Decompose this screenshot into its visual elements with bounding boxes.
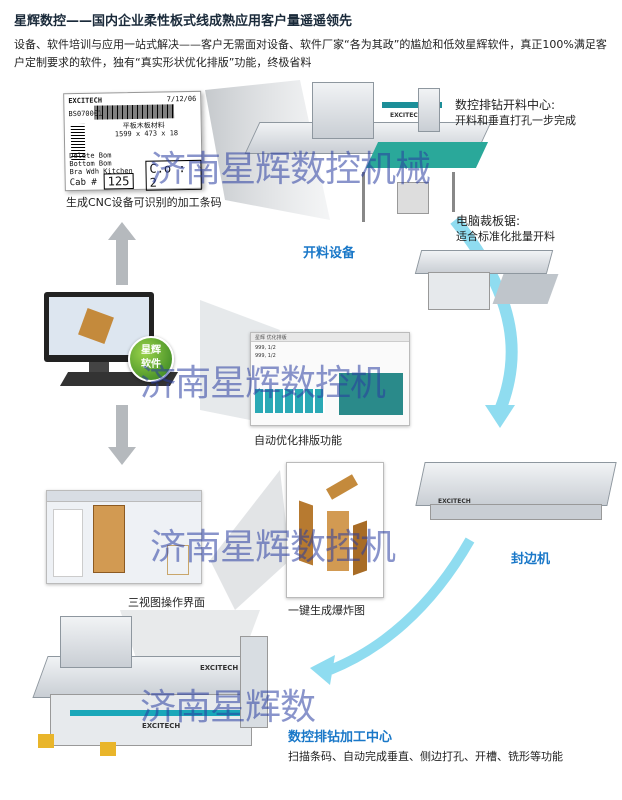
label-date: 7/12/06 — [166, 94, 197, 104]
row-1: 999, 1/2 — [255, 345, 276, 351]
explode-view — [286, 462, 384, 598]
software-badge: 星辉 软件 — [128, 336, 174, 382]
three-view-caption: 三视图操作界面 — [128, 596, 205, 609]
edge-banding-title: 封边机 — [511, 552, 551, 567]
machine-cabinet — [418, 88, 440, 132]
machine-brand: EXCITECH — [390, 112, 423, 119]
watermark-3: 济南星辉数控机 — [150, 527, 396, 568]
drill-brand: EXCITECH — [200, 664, 239, 672]
cutting-section-title: 开料设备 — [303, 246, 356, 261]
down-arrow — [108, 405, 136, 465]
three-view-toolbar — [47, 491, 201, 502]
up-arrow — [108, 222, 136, 285]
nesting-preview — [255, 389, 325, 413]
barcode-graphic — [94, 104, 175, 120]
explode-caption: 一键生成爆炸图 — [288, 604, 365, 617]
auto-nesting-caption: 自动优化排版功能 — [254, 434, 342, 447]
nesting-machine: EXCITECH — [232, 82, 492, 232]
nesting-sheet — [339, 373, 403, 415]
window-titlebar — [251, 333, 409, 342]
fan-to-explode — [210, 470, 290, 610]
foot-switch-1 — [38, 734, 54, 748]
label-brand: EXCITECH — [68, 96, 103, 106]
drilling-center-title: 数控排钻加工中心 — [288, 730, 393, 745]
blue-arc-2 — [328, 537, 475, 675]
page-title: 星辉数控——国内企业柔性板式线成熟应用客户量遥遥领先 — [14, 14, 353, 29]
machine-head — [312, 82, 374, 139]
three-view-sidebar — [53, 509, 83, 577]
drilling-center: EXCITECH EXCITECH — [10, 606, 280, 756]
label-cab: Cab # — [69, 177, 97, 189]
badge-line1: 星辉 — [141, 345, 161, 356]
blue-arrowhead-2 — [310, 655, 335, 685]
intro-text: 设备、软件培训与应用一站式解决——客户无需面对设备、软件厂家“各为其政”的尴尬和… — [14, 38, 607, 69]
label-dims: 1599 x 473 x 18 — [114, 129, 179, 139]
label-code: BS070001 — [68, 109, 103, 119]
watermark-2: 济南星辉数控机 — [140, 363, 386, 404]
panel-saw-desc: 适合标准化批量开料 — [456, 230, 555, 243]
drilling-center-desc: 扫描条码、自动完成垂直、侧边打孔、开槽、铣形等功能 — [288, 750, 563, 763]
edge-brand: EXCITECH — [438, 498, 471, 505]
barcode-caption: 生成CNC设备可识别的加工条码 — [66, 196, 222, 209]
window-title: 星辉 优化排版 — [255, 335, 287, 341]
control-panel — [240, 636, 268, 728]
machine-stripe — [382, 102, 442, 108]
nesting-center-desc: 开料和垂直打孔一步完成 — [455, 114, 576, 127]
badge-line2: 软件 — [141, 359, 161, 370]
watermark-4: 济南星辉数 — [140, 687, 316, 728]
control-box — [397, 182, 429, 214]
cabinet-3d — [93, 505, 125, 573]
drill-brand-2: EXCITECH — [142, 722, 181, 730]
edge-banding-machine: EXCITECH — [415, 462, 617, 524]
panel-saw — [414, 240, 559, 310]
foot-switch-2 — [100, 742, 116, 756]
blue-arc-1 — [450, 216, 518, 413]
nesting-software-window: 星辉 优化排版 999, 1/2 999, 1/2 — [250, 332, 410, 426]
label-cab-value: 125 — [103, 173, 134, 190]
panel-saw-title: 电脑裁板锯: — [456, 214, 521, 228]
watermark-1: 济南星辉数控机械 — [150, 149, 431, 190]
three-view-window — [46, 490, 202, 584]
blue-arrowhead-1 — [485, 405, 515, 428]
row-2: 999, 1/2 — [255, 353, 276, 359]
cabinet-wireframe — [167, 545, 189, 575]
nesting-center-title: 数控排钻开料中心: — [455, 98, 556, 112]
